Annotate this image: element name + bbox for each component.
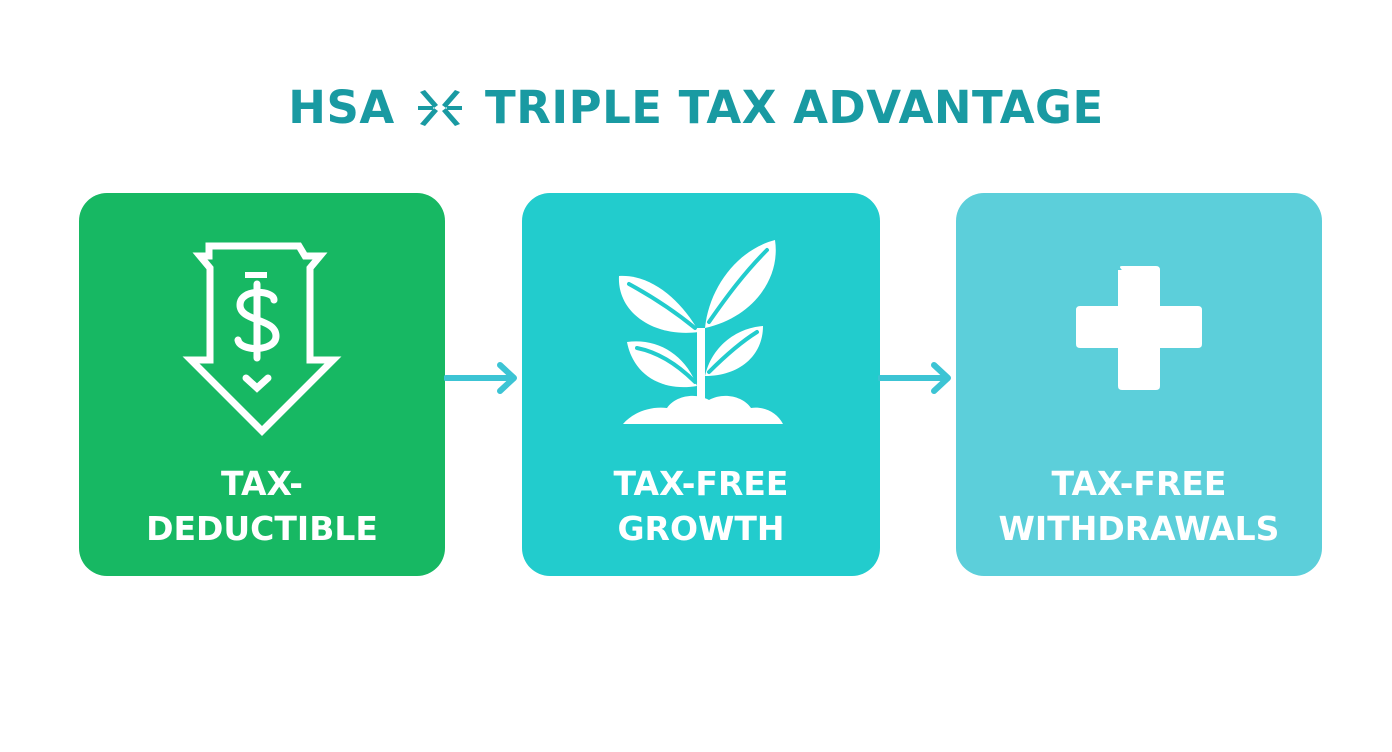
sparkle-separator-icon (417, 78, 463, 138)
card-label: TAX- DEDUCTIBLE (79, 461, 445, 551)
medical-cross-icon (956, 264, 1322, 392)
card-label-line1: TAX-FREE (613, 464, 789, 503)
title-hsa: HSA (288, 81, 395, 134)
card-label-line2: WITHDRAWALS (998, 509, 1280, 548)
dollar-down-arrow-icon (79, 238, 445, 438)
card-tax-free-growth: TAX-FREE GROWTH (522, 193, 880, 576)
card-label: TAX-FREE GROWTH (522, 461, 880, 551)
card-label-line1: TAX-FREE (1051, 464, 1227, 503)
card-tax-free-withdrawals: TAX-FREE WITHDRAWALS (956, 193, 1322, 576)
card-label: TAX-FREE WITHDRAWALS (956, 461, 1322, 551)
card-label-line2: GROWTH (617, 509, 785, 548)
title-triple-tax-advantage: TRIPLE TAX ADVANTAGE (485, 81, 1104, 134)
card-tax-deductible: TAX- DEDUCTIBLE (79, 193, 445, 576)
card-label-line2: DEDUCTIBLE (146, 509, 378, 548)
page-title: HSA TRIPLE TAX ADVANTAGE (0, 78, 1392, 138)
right-arrow-icon (877, 356, 956, 404)
card-label-line1: TAX- (221, 464, 303, 503)
sprout-plant-icon (522, 236, 880, 426)
right-arrow-icon (443, 356, 522, 404)
